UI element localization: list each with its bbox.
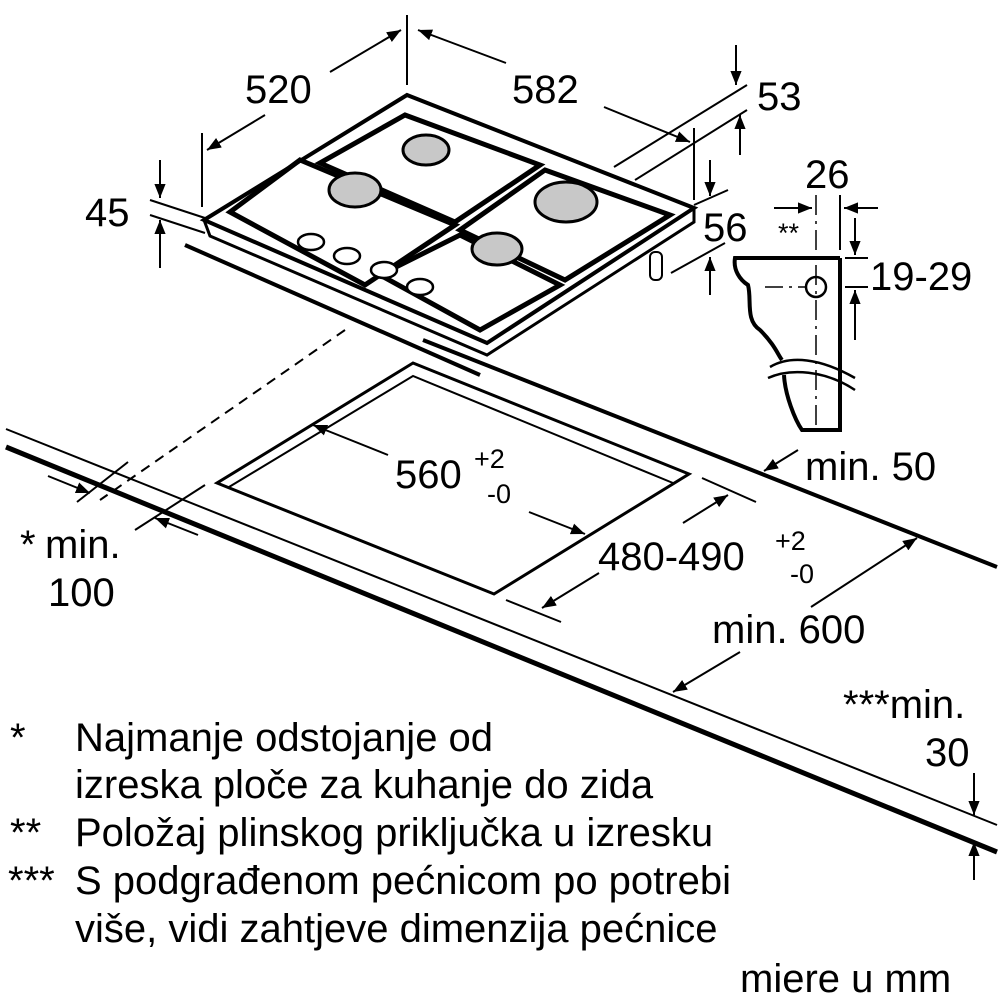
burner-front-right (470, 231, 524, 267)
burner-front-left (327, 171, 383, 209)
knob-3 (369, 260, 399, 280)
knob-4 (405, 277, 435, 297)
wall-projection-dashed-line (99, 329, 346, 501)
countertop (5, 338, 998, 855)
hob-leg (649, 251, 663, 281)
cutout (213, 361, 693, 596)
oven-min-label: ***min. (843, 683, 965, 727)
pan-supports (225, 112, 676, 333)
knob-1 (296, 232, 326, 252)
dim-depth-label: 520 (245, 68, 312, 112)
dim-cutout-width-minus: -0 (487, 479, 511, 509)
dim-width-label: 582 (512, 68, 579, 112)
wall-min-prefix: * (20, 523, 36, 567)
wall-min-value: 100 (48, 571, 115, 615)
burner-back-right (533, 180, 599, 224)
note-1-line-2: izreska ploče za kuhanje do zida (75, 763, 654, 807)
hob (184, 92, 699, 377)
dim-cutout-depth-label: 480-490 (598, 535, 745, 579)
note-1-line-1: Najmanje odstojanje od (75, 716, 493, 760)
note-1-marker: * (10, 716, 26, 760)
burners (327, 133, 599, 267)
dimension-lines (47, 15, 980, 880)
dim-gas-offset-label: 26 (805, 153, 850, 197)
dim-cutout-width-plus: +2 (474, 444, 505, 474)
knob-2 (332, 246, 362, 266)
gas-connection-profile (732, 195, 878, 432)
burner-back-left (401, 133, 451, 167)
note-3-line-2: više, vidi zahtjeve dimenzija pećnice (75, 907, 718, 951)
dim-cutout-depth-plus: +2 (775, 526, 806, 556)
note-2-line-1: Položaj plinskog priključka u izresku (75, 811, 713, 855)
dim-side-height-label: 56 (703, 206, 748, 250)
dim-back-clearance-label: 53 (757, 75, 802, 119)
dim-counter-min-label: min. 600 (712, 608, 865, 652)
dim-gas-height-label: 19-29 (870, 255, 972, 299)
note-2-marker: ** (10, 811, 41, 855)
footnotes: * Najmanje odstojanje od izreska ploče z… (8, 716, 951, 1000)
dim-rear-min-label: min. 50 (805, 445, 936, 489)
gas-marker-label: ** (778, 218, 800, 248)
control-knobs (296, 232, 435, 297)
wall-min-label: min. (45, 523, 121, 567)
dim-height-label: 45 (85, 191, 130, 235)
note-3-marker: *** (8, 859, 55, 903)
units-label: miere u mm (740, 957, 951, 1000)
dim-cutout-depth-minus: -0 (790, 559, 814, 589)
dim-cutout-width-label: 560 (395, 453, 462, 497)
note-3-line-1: S podgrađenom pećnicom po potrebi (75, 859, 731, 903)
oven-min-value: 30 (925, 731, 970, 775)
